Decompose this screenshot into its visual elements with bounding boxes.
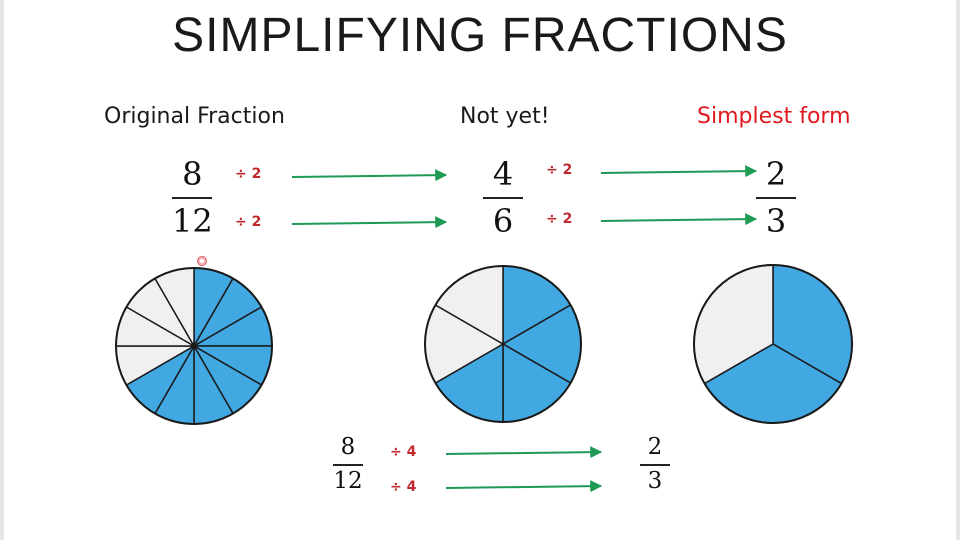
operation-divide-denominator: ÷ 2 [546,211,573,227]
arrow-right-icon [291,169,448,182]
fraction-original-numerator: 8 [182,155,203,193]
slide-edge-left [0,0,4,540]
pie-outline [693,264,853,424]
fraction-direct-start-numerator: 8 [340,434,356,460]
label-simplest-form: Simplest form [697,104,851,129]
fraction-step-numerator: 4 [492,155,514,193]
label-original-fraction: Original Fraction [104,104,285,129]
fraction-bar [640,464,670,466]
operation-divide-numerator: ÷ 2 [235,166,262,182]
fraction-simplest-numerator: 2 [765,155,787,193]
pointer-cursor-icon [197,256,207,266]
pie-twelfths [115,267,273,425]
fraction-bar [333,464,363,466]
arrow-right-icon [445,446,603,459]
pie-thirds [693,264,853,424]
arrow-right-icon [291,216,448,229]
arrow-right-icon [445,480,603,493]
operation-divide-denominator: ÷ 2 [235,214,262,230]
pie-outline [424,265,582,423]
fraction-direct-result-denominator: 3 [647,468,663,494]
fraction-direct-start: 8 12 [333,436,363,493]
fraction-step: 4 6 [483,158,523,237]
operation-divide-numerator: ÷ 4 [390,444,417,460]
fraction-direct-start-denominator: 12 [333,468,363,494]
fraction-simplest-denominator: 3 [765,202,787,240]
fraction-original-denominator: 12 [172,202,213,240]
fraction-direct-result-numerator: 2 [647,434,663,460]
arrow-right-icon [600,213,758,226]
fraction-bar [756,197,796,199]
slide-edge-right [956,0,960,540]
fraction-bar [483,197,523,199]
fraction-simplest: 2 3 [756,158,796,237]
fraction-step-denominator: 6 [492,202,514,240]
operation-divide-numerator: ÷ 2 [546,162,573,178]
operation-divide-denominator: ÷ 4 [390,479,417,495]
fraction-bar [172,197,213,199]
slide-title: SIMPLIFYING FRACTIONS [172,9,788,62]
fraction-original: 8 12 [172,158,213,237]
pie-sixths [424,265,582,423]
label-not-yet: Not yet! [460,104,550,129]
pie-outline [115,267,273,425]
fraction-direct-result: 2 3 [640,436,670,493]
arrow-right-icon [600,165,758,178]
